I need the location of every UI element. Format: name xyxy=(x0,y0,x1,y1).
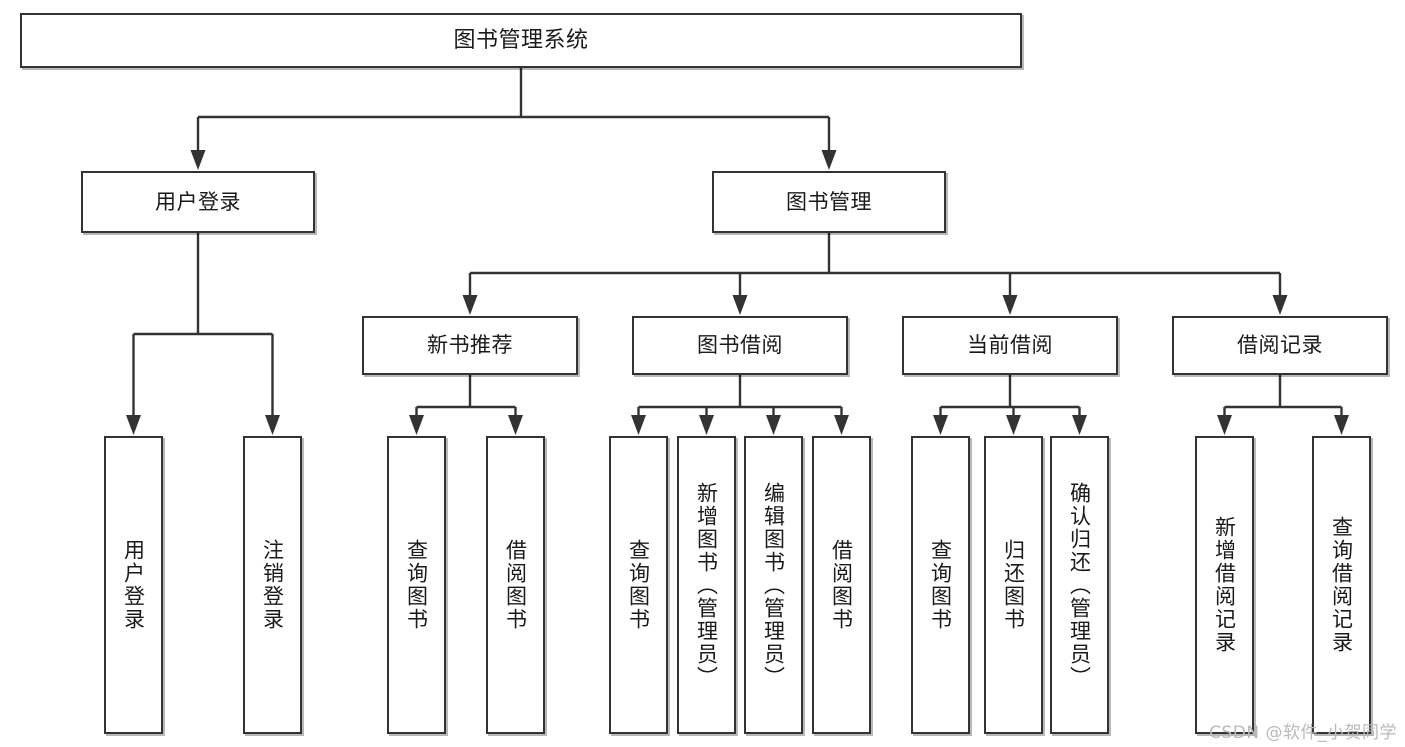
node-label: 图书管理 xyxy=(786,189,872,214)
node-leaf-12[interactable]: 新增借阅记录 xyxy=(1195,436,1254,734)
node-leaf-02[interactable]: 注销登录 xyxy=(243,436,302,734)
node-leaf-03[interactable]: 查询图书 xyxy=(387,436,446,734)
node-label: 查询借阅记录 xyxy=(1329,516,1354,654)
node-label: 借阅图书 xyxy=(829,539,854,631)
node-label: 新书推荐 xyxy=(427,333,513,358)
node-leaf-01[interactable]: 用户登录 xyxy=(104,436,163,734)
c-bookmgmt-arrow-current xyxy=(1002,295,1018,315)
c-newbook-arrow-leaf-04 xyxy=(508,415,523,435)
node-label: 当前借阅 xyxy=(967,333,1053,358)
node-label: 用户登录 xyxy=(155,189,241,214)
node-leaf-11[interactable]: 确认归还（管理员） xyxy=(1050,436,1109,734)
node-leaf-13[interactable]: 查询借阅记录 xyxy=(1312,436,1371,734)
c-current-arrow-leaf-09 xyxy=(933,415,948,435)
c-bookmgmt-arrow-borrow xyxy=(732,295,748,315)
node-label: 新增借阅记录 xyxy=(1212,516,1237,654)
c-record-arrow-leaf-13 xyxy=(1334,415,1349,435)
node-label: 借阅记录 xyxy=(1237,333,1323,358)
c-borrow-arrow-leaf-07 xyxy=(766,415,781,435)
c-borrow-arrow-leaf-06 xyxy=(699,415,714,435)
c-root-arrow-bookmgmt xyxy=(821,150,837,170)
node-label: 注销登录 xyxy=(260,539,285,631)
node-borrow[interactable]: 图书借阅 xyxy=(632,316,848,375)
node-leaf-09[interactable]: 查询图书 xyxy=(911,436,970,734)
node-bookmgmt[interactable]: 图书管理 xyxy=(712,171,946,233)
c-login-arrow-leaf-01 xyxy=(126,415,141,435)
node-root[interactable]: 图书管理系统 xyxy=(20,13,1022,68)
node-newbook[interactable]: 新书推荐 xyxy=(362,316,578,375)
c-root-arrow-login xyxy=(190,150,206,170)
node-leaf-10[interactable]: 归还图书 xyxy=(984,436,1043,734)
c-bookmgmt-arrow-record xyxy=(1272,295,1288,315)
node-label: 新增图书（管理员） xyxy=(694,481,719,689)
c-bookmgmt-arrow-newbook xyxy=(462,295,478,315)
c-borrow-arrow-leaf-08 xyxy=(834,415,849,435)
node-label: 借阅图书 xyxy=(503,539,528,631)
c-current-arrow-leaf-11 xyxy=(1072,415,1087,435)
node-label: 查询图书 xyxy=(404,539,429,631)
node-leaf-05[interactable]: 查询图书 xyxy=(609,436,668,734)
node-record[interactable]: 借阅记录 xyxy=(1172,316,1388,375)
c-newbook-arrow-leaf-03 xyxy=(409,415,424,435)
node-login[interactable]: 用户登录 xyxy=(81,171,315,233)
node-label: 编辑图书（管理员） xyxy=(761,481,786,689)
c-login-arrow-leaf-02 xyxy=(265,415,280,435)
node-label: 查询图书 xyxy=(626,539,651,631)
node-label: 图书借阅 xyxy=(697,333,783,358)
node-label: 归还图书 xyxy=(1001,539,1026,631)
node-label: 图书管理系统 xyxy=(453,27,589,53)
c-record-arrow-leaf-12 xyxy=(1217,415,1232,435)
c-borrow-arrow-leaf-05 xyxy=(631,415,646,435)
c-current-arrow-leaf-10 xyxy=(1006,415,1021,435)
node-label: 用户登录 xyxy=(121,539,146,631)
node-current[interactable]: 当前借阅 xyxy=(902,316,1118,375)
node-leaf-07[interactable]: 编辑图书（管理员） xyxy=(744,436,803,734)
node-leaf-04[interactable]: 借阅图书 xyxy=(486,436,545,734)
node-label: 查询图书 xyxy=(928,539,953,631)
node-leaf-08[interactable]: 借阅图书 xyxy=(812,436,871,734)
node-leaf-06[interactable]: 新增图书（管理员） xyxy=(677,436,736,734)
node-label: 确认归还（管理员） xyxy=(1067,481,1092,689)
